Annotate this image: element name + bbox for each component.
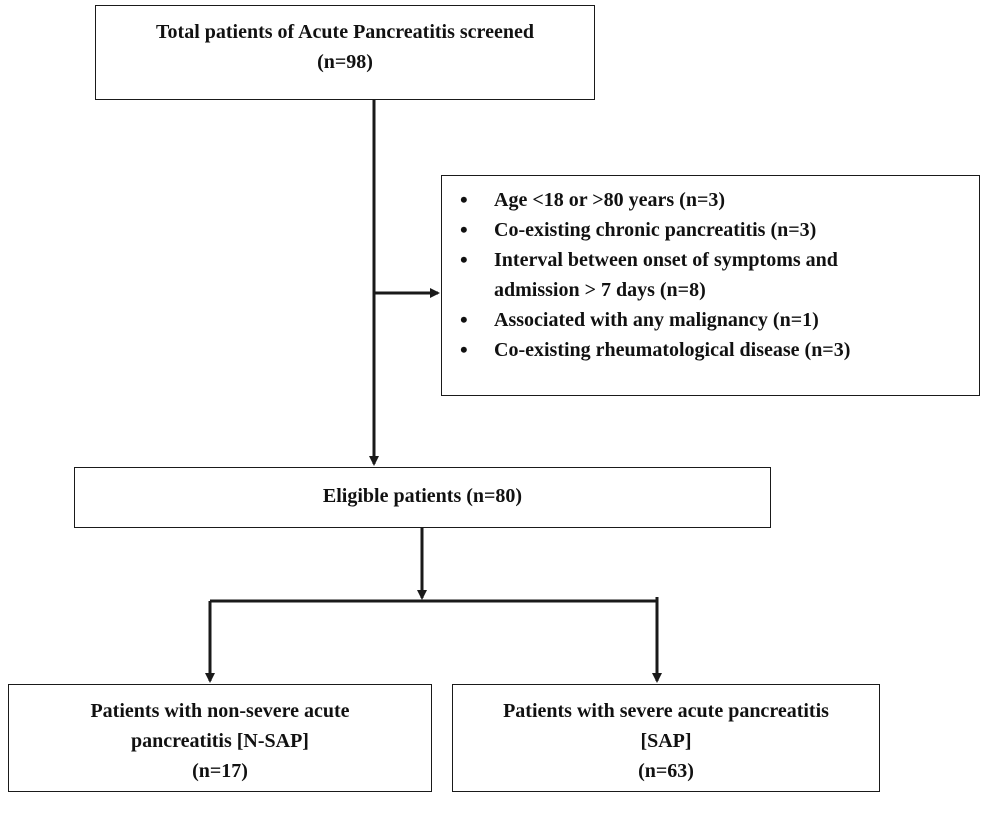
exclusion-item-text: Co-existing rheumatological disease (n=3…: [494, 339, 851, 361]
exclusion-item-text-cont: admission > 7 days (n=8): [494, 279, 706, 301]
sap-title-line1: Patients with severe acute pancreatitis: [503, 700, 829, 722]
sap-group-box: Patients with severe acute pancreatitis …: [452, 684, 880, 792]
exclusion-item-rheumatological: Co-existing rheumatological disease (n=3…: [460, 335, 979, 365]
screened-title: Total patients of Acute Pancreatitis scr…: [156, 21, 534, 43]
screened-patients-box: Total patients of Acute Pancreatitis scr…: [95, 5, 595, 100]
screened-count: (n=98): [317, 51, 373, 73]
nsap-title-line1: Patients with non-severe acute: [90, 700, 350, 722]
eligible-patients-box: Eligible patients (n=80): [74, 467, 771, 528]
exclusion-item-text: Co-existing chronic pancreatitis (n=3): [494, 219, 817, 241]
nsap-title-line2: pancreatitis [N-SAP]: [131, 730, 309, 752]
exclusion-list: Age <18 or >80 years (n=3) Co-existing c…: [460, 185, 979, 365]
exclusion-item-text: Interval between onset of symptoms and: [494, 249, 838, 271]
exclusion-item-interval: Interval between onset of symptoms and a…: [460, 245, 979, 305]
sap-count: (n=63): [638, 760, 694, 782]
sap-title-line2: [SAP]: [640, 730, 692, 752]
exclusion-criteria-box: Age <18 or >80 years (n=3) Co-existing c…: [441, 175, 980, 396]
nsap-group-box: Patients with non-severe acute pancreati…: [8, 684, 432, 792]
exclusion-item-chronic: Co-existing chronic pancreatitis (n=3): [460, 215, 979, 245]
exclusion-item-text: Associated with any malignancy (n=1): [494, 309, 819, 331]
exclusion-item-malignancy: Associated with any malignancy (n=1): [460, 305, 979, 335]
eligible-title: Eligible patients (n=80): [322, 485, 523, 507]
nsap-count: (n=17): [192, 760, 248, 782]
exclusion-item-age: Age <18 or >80 years (n=3): [460, 185, 979, 215]
exclusion-item-text: Age <18 or >80 years (n=3): [494, 189, 726, 211]
